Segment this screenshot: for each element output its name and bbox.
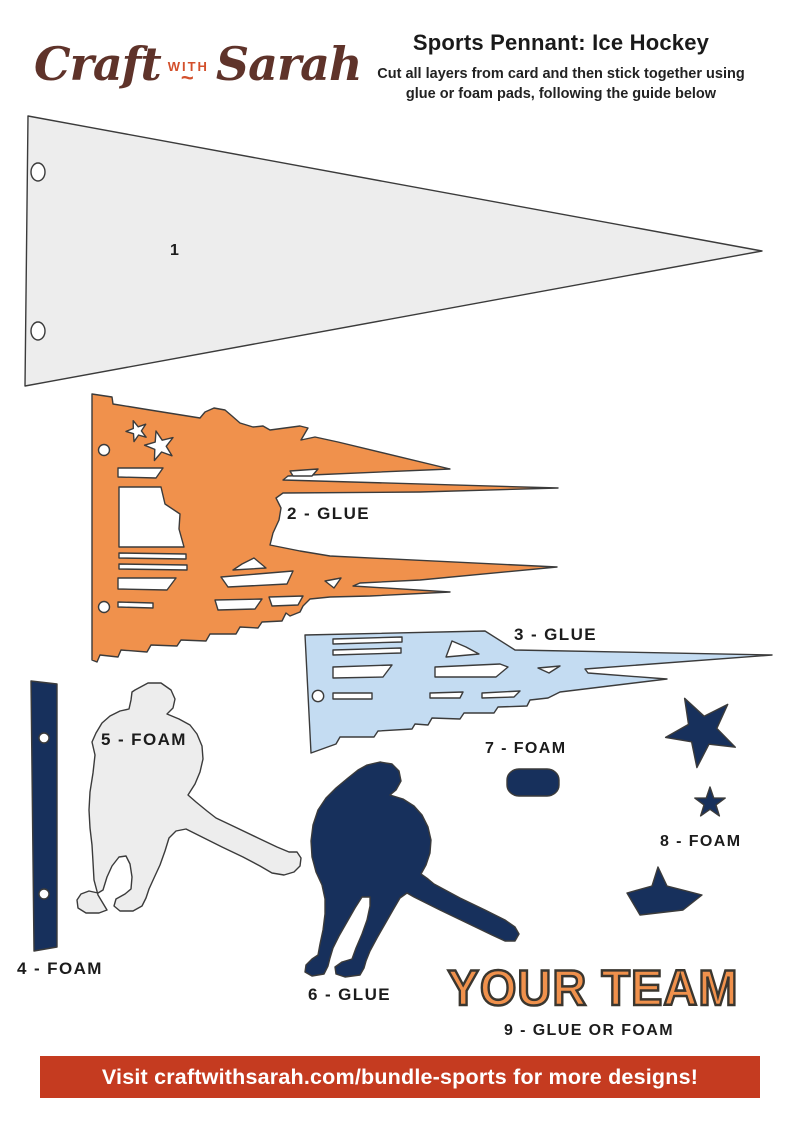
piece-6-shape bbox=[304, 761, 520, 978]
piece-3-notch-cutout bbox=[537, 665, 561, 674]
piece-2-stripe-cutout bbox=[117, 467, 164, 479]
piece-2-hole-top bbox=[97, 443, 111, 457]
piece-3-stripe-cutout bbox=[481, 690, 521, 699]
piece-2-stripe-cutout bbox=[220, 570, 294, 588]
piece-4-shape bbox=[30, 680, 58, 952]
piece-1-base-pennant bbox=[24, 115, 763, 387]
piece-7-label: 7 - FOAM bbox=[485, 740, 567, 757]
piece-3-curve-cutout bbox=[445, 640, 480, 658]
piece-5-shape bbox=[76, 682, 302, 914]
piece-9-label: 9 - GLUE OR FOAM bbox=[504, 1022, 674, 1039]
page-title: Sports Pennant: Ice Hockey bbox=[412, 30, 710, 55]
piece-1-label: 1 bbox=[170, 242, 179, 259]
piece-2-stripe-cutout bbox=[118, 552, 187, 560]
piece-8-star-half bbox=[626, 866, 703, 916]
piece-2-stripe-cutout bbox=[268, 595, 304, 607]
page-subtitle: Cut all layers from card and then stick … bbox=[330, 64, 792, 105]
piece-1-hole-top bbox=[30, 162, 46, 182]
piece-2-label: 2 - GLUE bbox=[287, 504, 370, 523]
piece-9-your-team-text: YOUR TEAM bbox=[446, 958, 739, 1017]
logo-word-craft: Craft bbox=[34, 37, 162, 91]
piece-8-label: 8 - FOAM bbox=[660, 833, 742, 850]
promo-banner-text: Visit craftwithsarah.com/bundle-sports f… bbox=[101, 1064, 699, 1089]
logo-word-sarah: Sarah bbox=[215, 37, 363, 91]
piece-6-player-navy bbox=[304, 761, 520, 978]
piece-2-sliver-cutout bbox=[289, 468, 319, 477]
piece-2-stripe-cutout bbox=[118, 563, 188, 571]
piece-3-stripe-cutout bbox=[332, 647, 402, 656]
piece-4-hole-bottom bbox=[38, 888, 50, 900]
piece-8-star-large bbox=[664, 697, 736, 769]
piece-2-curve-cutout bbox=[232, 557, 267, 571]
piece-2-stripe-cutout bbox=[214, 598, 263, 611]
piece-4-pole-strip bbox=[30, 680, 58, 952]
promo-banner[interactable]: Visit craftwithsarah.com/bundle-sports f… bbox=[40, 1056, 760, 1098]
piece-5-label: 5 - FOAM bbox=[101, 730, 187, 749]
piece-3-stripe-cutout bbox=[332, 664, 393, 679]
piece-3-stripe-cutout bbox=[434, 663, 509, 678]
subtitle-line-1: Cut all layers from card and then stick … bbox=[377, 66, 745, 82]
brand-logo: Craft with ~ Sarah bbox=[34, 26, 362, 102]
piece-2-rect-cutout bbox=[118, 486, 185, 548]
piece-2-stripe-cutout bbox=[117, 601, 154, 609]
piece-3-stripe-cutout bbox=[332, 636, 403, 645]
piece-2-star-big-cutout bbox=[143, 430, 174, 462]
piece-2-star-small-cutout bbox=[125, 420, 147, 443]
piece-6-label: 6 - GLUE bbox=[308, 985, 391, 1004]
piece-3-label: 3 - GLUE bbox=[514, 625, 597, 644]
piece-3-blue-layer bbox=[304, 630, 773, 754]
piece-3-shape bbox=[304, 630, 773, 754]
piece-3-hole bbox=[311, 689, 325, 703]
piece-8-stars bbox=[626, 697, 736, 916]
logo-with-text: with bbox=[167, 58, 209, 74]
piece-4-label: 4 - FOAM bbox=[17, 959, 103, 978]
piece-1-hole-bottom bbox=[30, 321, 46, 341]
subtitle-line-2: glue or foam pads, following the guide b… bbox=[405, 86, 717, 103]
piece-2-hole-bottom bbox=[97, 600, 111, 614]
piece-2-stripe-cutout bbox=[117, 577, 177, 591]
header-text-block: Sports Pennant: Ice Hockey Cut all layer… bbox=[330, 30, 792, 105]
piece-1-shape bbox=[24, 115, 763, 387]
piece-3-stripe-cutout bbox=[429, 691, 464, 699]
piece-7-puck bbox=[506, 768, 560, 797]
piece-2-notch-cutout bbox=[324, 577, 342, 589]
piece-2-orange-layer bbox=[91, 393, 559, 663]
piece-5-player-white bbox=[76, 682, 302, 914]
piece-3-stripe-cutout bbox=[332, 692, 373, 700]
piece-7-shape bbox=[506, 768, 560, 797]
piece-8-star-small bbox=[694, 786, 726, 817]
piece-2-shape bbox=[91, 393, 559, 663]
piece-4-hole-top bbox=[38, 732, 50, 744]
